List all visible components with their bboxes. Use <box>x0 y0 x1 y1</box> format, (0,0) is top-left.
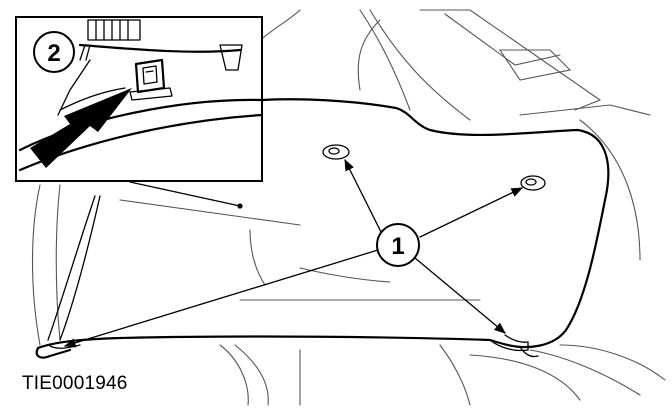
inset-leader <box>129 181 243 209</box>
detail-inset: 2 <box>15 16 264 182</box>
release-arrow-icon <box>30 88 132 168</box>
callout-1-label: 1 <box>391 233 404 260</box>
trim-panel <box>35 98 610 359</box>
callout-2-label: 2 <box>47 40 60 67</box>
vehicle-body-background <box>31 9 666 406</box>
figure-reference-code: TIE0001946 <box>22 373 128 394</box>
callout-1: 1 <box>63 158 524 348</box>
